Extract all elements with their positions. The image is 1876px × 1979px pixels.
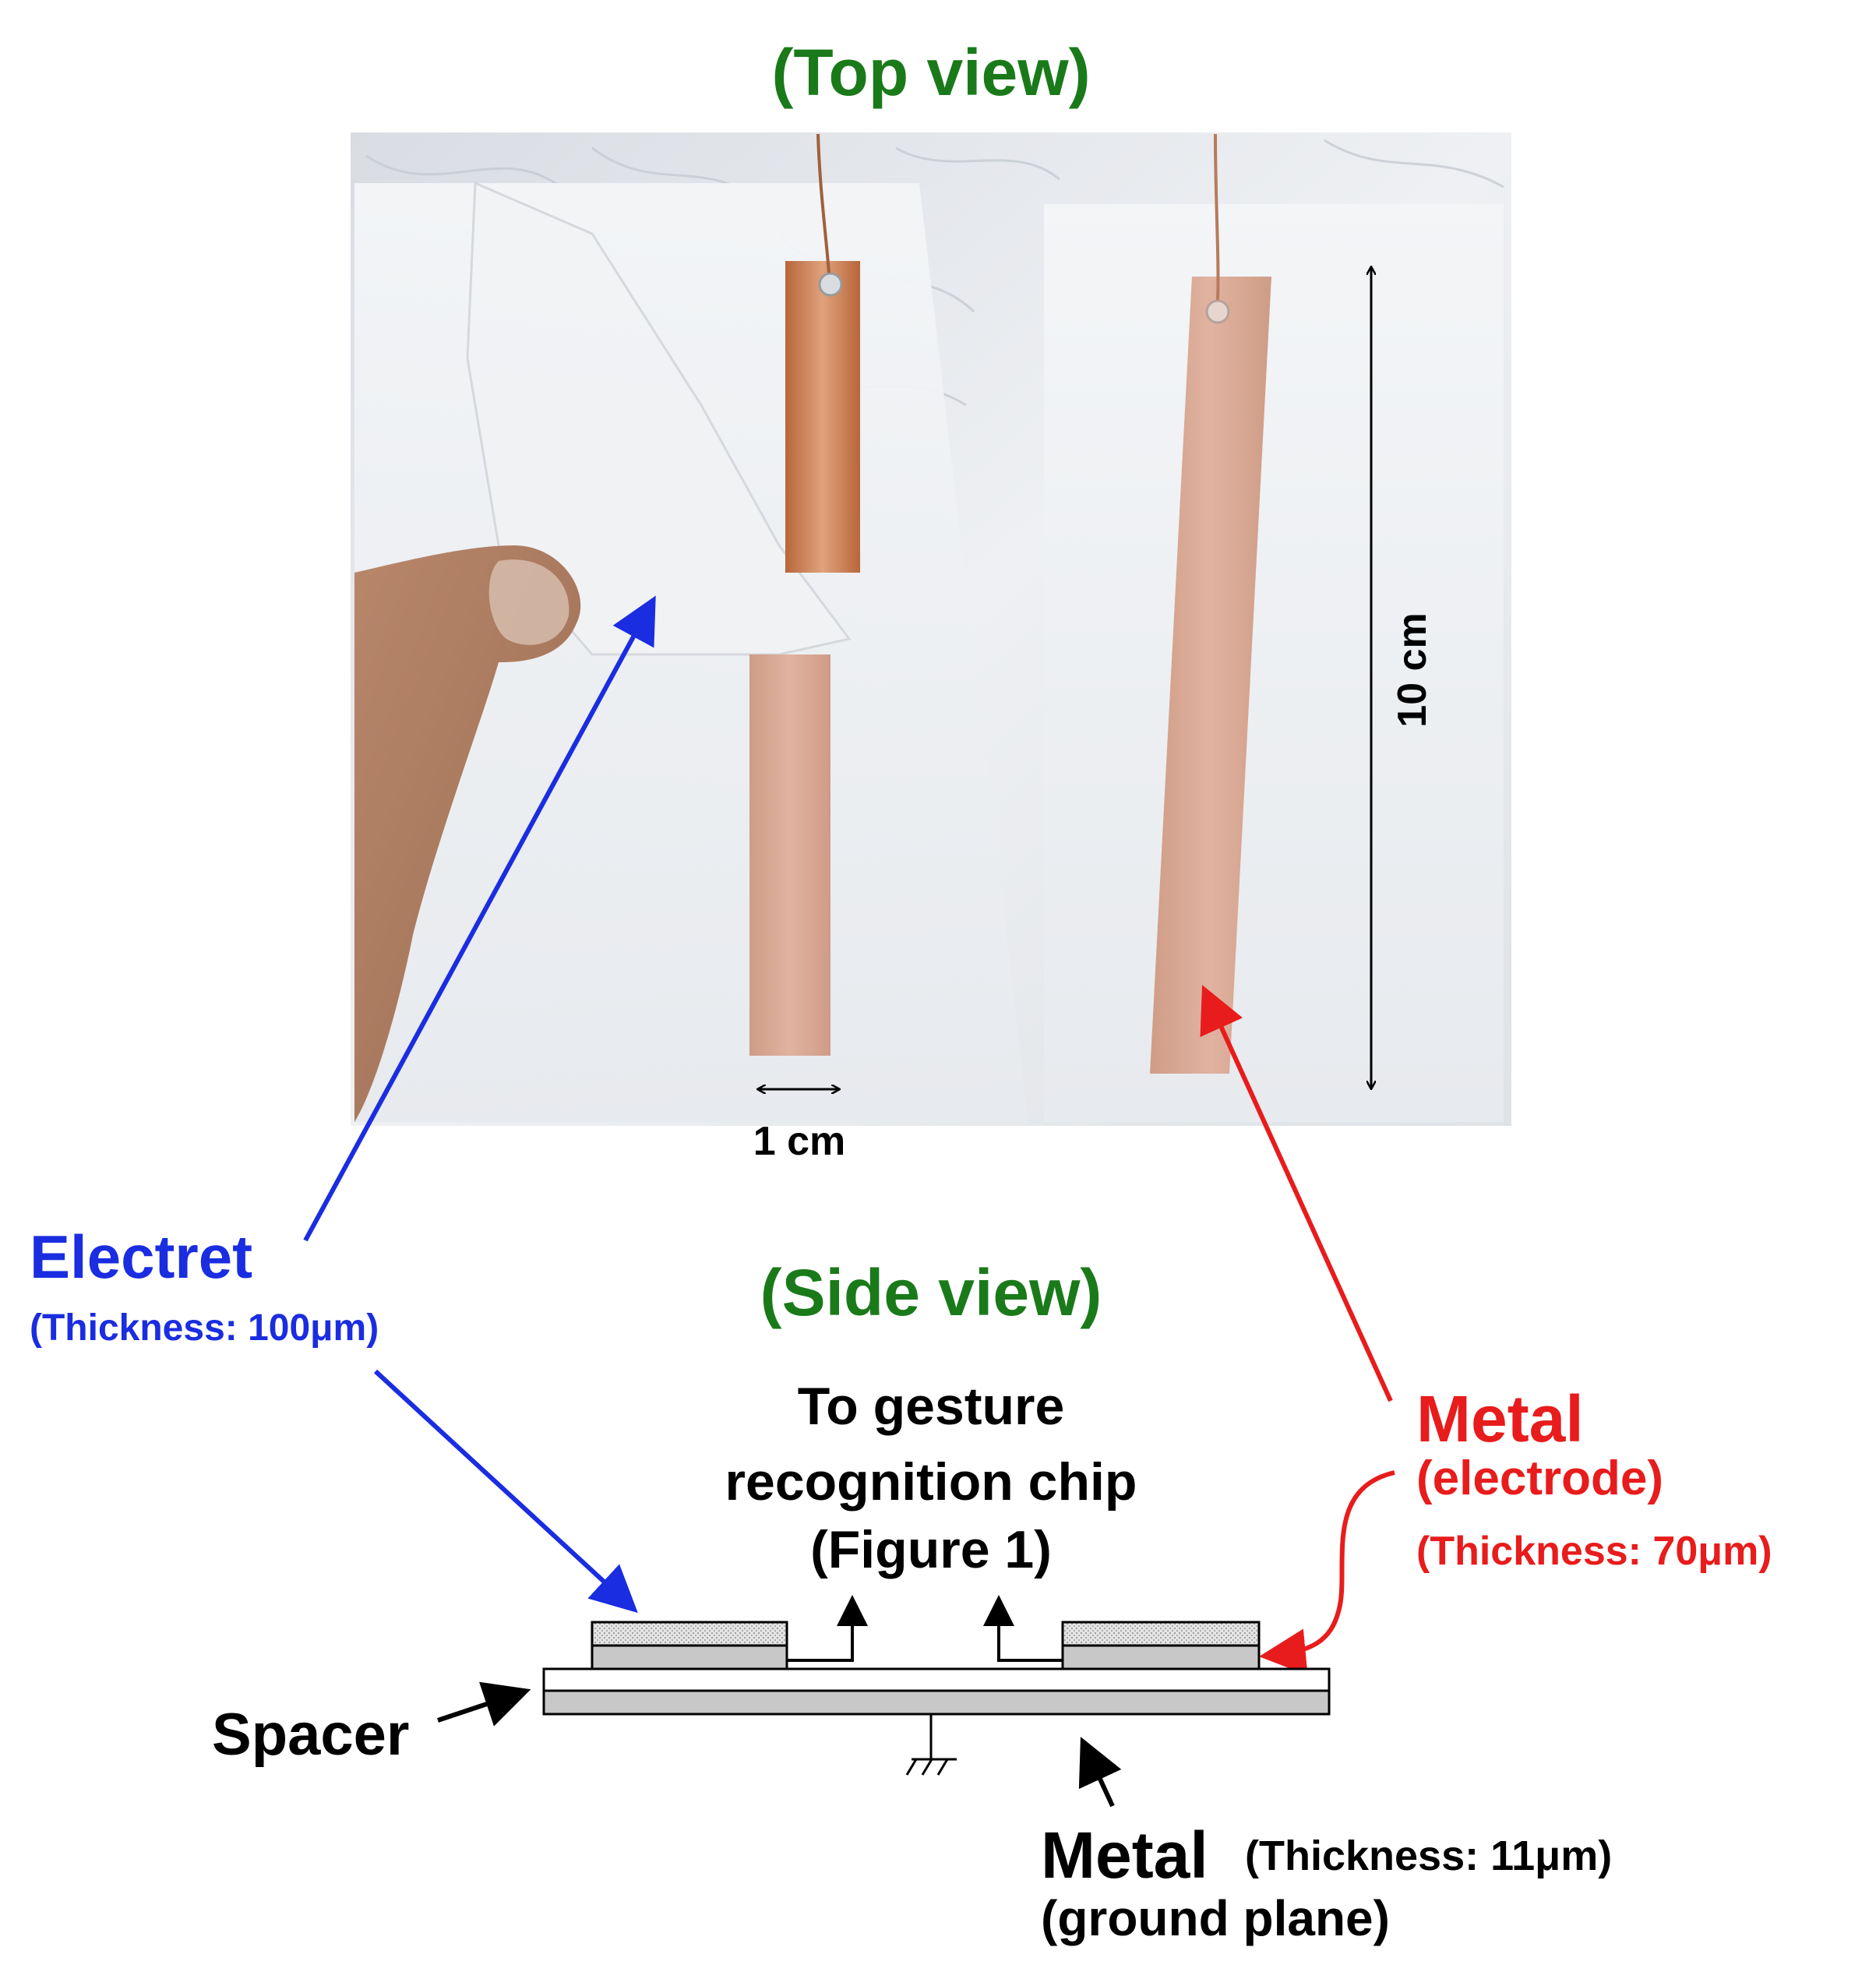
right-signal-lead <box>983 1595 1063 1662</box>
ground-symbol <box>905 1714 957 1776</box>
left-lead-wire <box>816 133 830 273</box>
side-view-title: (Side view) <box>760 1256 1102 1329</box>
peeled-electret-corner <box>466 181 852 656</box>
left-copper-strip-exposed <box>785 261 860 573</box>
right-electret-sheet <box>1044 204 1504 1122</box>
ground-plane-layer <box>542 1689 1331 1716</box>
top-view-title: (Top view) <box>771 36 1090 109</box>
left-electrode-layer <box>591 1644 788 1670</box>
metal-arrow-top <box>1200 985 1393 1402</box>
electret-arrow-top <box>303 595 656 1242</box>
metal-ground-label: Metal <box>1041 1818 1208 1892</box>
metal-electrode-thickness: (Thickness: 70μm) <box>1416 1529 1772 1574</box>
right-copper-strip <box>1150 277 1271 1074</box>
right-electrode-layer <box>1061 1644 1261 1670</box>
thumb <box>354 545 581 1122</box>
metal-electrode-sub: (electrode) <box>1416 1452 1663 1505</box>
chip-label-line2: recognition chip <box>725 1452 1137 1512</box>
electret-label: Electret <box>30 1222 252 1291</box>
metal-ground-sub: (ground plane) <box>1041 1890 1390 1946</box>
spacer-arrow <box>437 1681 531 1727</box>
chip-label-line1: To gesture <box>798 1377 1065 1436</box>
left-electret-layer <box>591 1621 788 1647</box>
chip-label-line3: (Figure 1) <box>810 1520 1052 1579</box>
metal-electrode-label: Metal <box>1416 1382 1584 1455</box>
left-signal-lead <box>787 1595 868 1662</box>
metal-arrow-side <box>1259 1470 1395 1676</box>
ground-metal-arrow <box>1078 1737 1122 1808</box>
top-view-photo <box>351 132 1511 1126</box>
left-copper-strip-covered <box>749 654 830 1056</box>
dim-label-10cm: 10 cm <box>1390 612 1435 727</box>
spacer-layer <box>542 1667 1331 1692</box>
spacer-label: Spacer <box>212 1702 410 1768</box>
metal-ground-thickness: (Thickness: 11μm) <box>1245 1833 1612 1879</box>
electret-arrow-side <box>373 1369 638 1614</box>
right-lead-wire <box>1214 133 1220 301</box>
side-view-diagram <box>542 1595 1331 1776</box>
dim-label-1cm: 1 cm <box>753 1119 846 1164</box>
right-electret-layer <box>1061 1621 1261 1647</box>
electret-thickness: (Thickness: 100μm) <box>30 1307 379 1349</box>
